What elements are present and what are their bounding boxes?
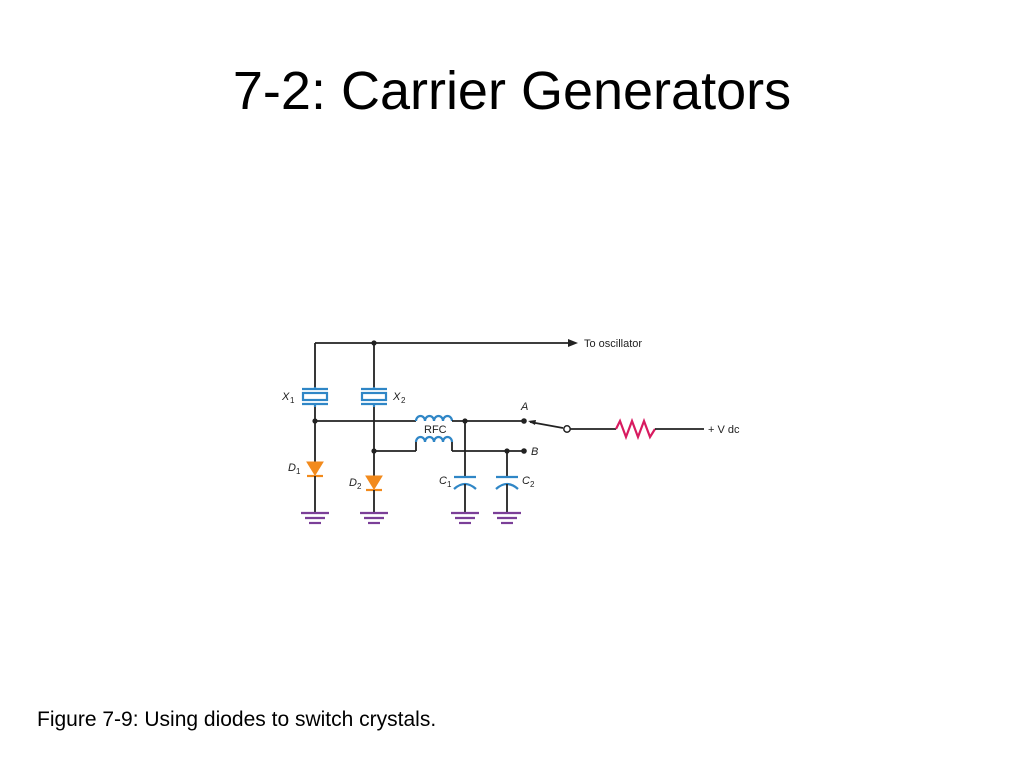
switch — [528, 420, 616, 433]
c1-sub: 1 — [447, 480, 452, 489]
rfc-label: RFC — [424, 424, 447, 436]
diode-d1 — [306, 461, 324, 478]
resistor — [615, 417, 656, 441]
terminal-a-label: A — [520, 401, 528, 413]
ground-icon — [360, 511, 388, 525]
c2-sub: 2 — [530, 480, 535, 489]
rfc-inductor-upper — [414, 414, 454, 422]
terminal-a — [521, 418, 527, 424]
d1-label: D — [288, 462, 296, 474]
d2-label: D — [349, 477, 357, 489]
x1-sub: 1 — [290, 396, 295, 405]
diode-d2 — [365, 475, 383, 492]
x2-label: X — [392, 391, 401, 403]
arrow-icon — [568, 339, 578, 347]
terminal-b-label: B — [531, 446, 538, 458]
crystal-x2 — [360, 387, 388, 407]
to-oscillator-label: To oscillator — [584, 338, 642, 350]
crystal-x1 — [301, 387, 329, 407]
c1-label: C — [439, 475, 447, 487]
ground-icon — [451, 511, 479, 525]
c2-label: C — [522, 475, 530, 487]
terminal-b — [521, 448, 527, 454]
vdc-label: + V dc — [708, 424, 740, 436]
d1-sub: 1 — [296, 467, 301, 476]
x1-label: X — [281, 391, 290, 403]
ground-icon — [493, 511, 521, 525]
ground-icon — [301, 511, 329, 525]
figure-caption: Figure 7-9: Using diodes to switch cryst… — [37, 708, 437, 731]
slide-title: 7-2: Carrier Generators — [232, 61, 792, 121]
rfc-inductor-lower — [414, 435, 454, 443]
junction-dot — [371, 340, 377, 346]
x2-sub: 2 — [401, 396, 406, 405]
d2-sub: 2 — [357, 482, 362, 491]
top-bus — [314, 339, 578, 387]
